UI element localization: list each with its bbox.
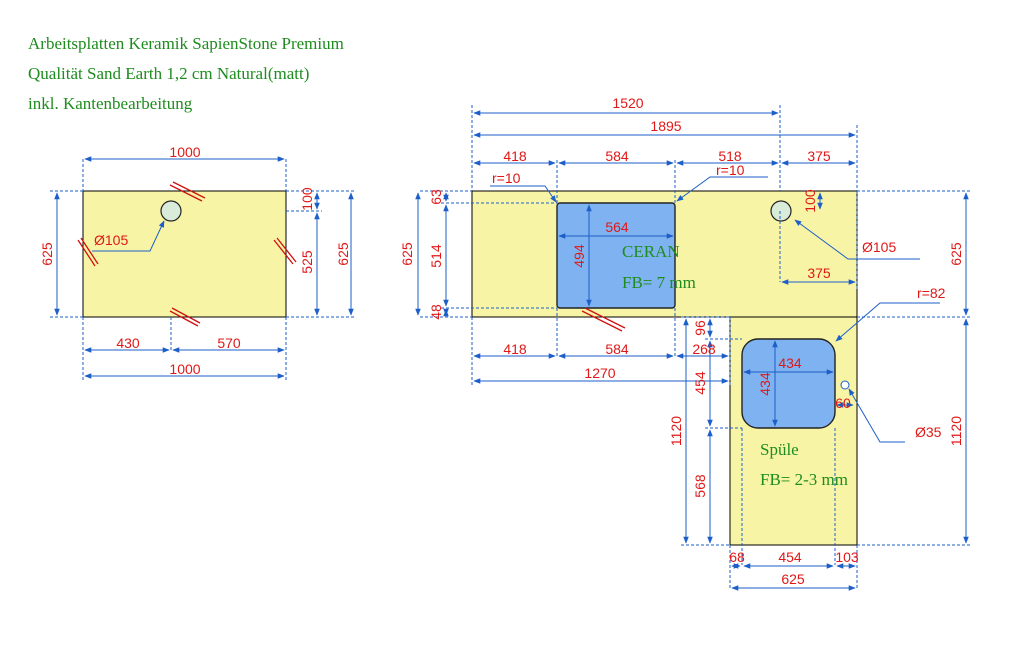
main-left-625-label: 625 bbox=[399, 242, 415, 266]
sink-label: Spüle bbox=[760, 440, 799, 459]
tap-hole-icon bbox=[840, 380, 850, 390]
sink-bottom-454-label: 454 bbox=[778, 549, 802, 565]
left-height-right-label: 625 bbox=[335, 242, 351, 266]
main-hole-right-label: Ø105 bbox=[862, 239, 896, 255]
main-left-48-label: 48 bbox=[428, 304, 444, 320]
main-top-1520-label: 1520 bbox=[612, 95, 643, 111]
sink-offset-96-label: 96 bbox=[692, 320, 708, 336]
sink-radius-label: r=82 bbox=[917, 285, 946, 301]
main-hole-offset-label: 375 bbox=[807, 265, 831, 281]
left-right-top-label: 100 bbox=[299, 187, 315, 211]
left-bottom-b-label: 570 bbox=[217, 335, 241, 351]
main-radius-right-label: r=10 bbox=[716, 162, 745, 178]
left-right-rest-label: 525 bbox=[299, 250, 315, 274]
main-bottom-1270-label: 1270 bbox=[584, 365, 615, 381]
sink-offset-60-label: 60 bbox=[835, 395, 851, 411]
sink-bottom-68-label: 68 bbox=[729, 549, 745, 565]
title-line-1: Arbeitsplatten Keramik SapienStone Premi… bbox=[28, 34, 344, 53]
main-bottom-584-label: 584 bbox=[605, 341, 629, 357]
ceran-fb-label: FB= 7 mm bbox=[622, 273, 696, 292]
left-hole-label: Ø105 bbox=[94, 232, 128, 248]
tap-hole-label: Ø35 bbox=[915, 424, 942, 440]
main-seg-375-label: 375 bbox=[807, 148, 831, 164]
left-edge-marks bbox=[77, 181, 297, 327]
main-left-514-label: 514 bbox=[428, 244, 444, 268]
title-line-3: inkl. Kantenbearbeitung bbox=[28, 94, 193, 113]
sink-below-568-label: 568 bbox=[692, 474, 708, 498]
main-right-100-label: 100 bbox=[802, 189, 818, 213]
ceran-height-label: 494 bbox=[571, 244, 587, 268]
main-bottom-268-label: 268 bbox=[692, 341, 716, 357]
sink-right-1120-label: 1120 bbox=[948, 416, 964, 446]
left-countertop-slab bbox=[82, 190, 287, 318]
sink-bottom-103-label: 103 bbox=[835, 549, 859, 565]
main-edge-marks bbox=[581, 307, 626, 332]
sink-bottom-625-label: 625 bbox=[781, 571, 805, 587]
main-radius-left-label: r=10 bbox=[492, 170, 521, 186]
sink-width-label: 434 bbox=[778, 355, 802, 371]
main-right-625-label: 625 bbox=[948, 242, 964, 266]
left-bottom-a-label: 430 bbox=[116, 335, 140, 351]
sink-left-1120-label: 1120 bbox=[668, 416, 684, 446]
ceran-width-label: 564 bbox=[605, 219, 629, 235]
main-seg-584-label: 584 bbox=[605, 148, 629, 164]
main-top-1895-label: 1895 bbox=[650, 118, 681, 134]
main-hole-icon bbox=[770, 200, 792, 222]
left-hole-icon bbox=[160, 200, 182, 222]
sink-fb-label: FB= 2-3 mm bbox=[760, 470, 848, 489]
ceran-label: CERAN bbox=[622, 242, 680, 261]
sink-offset-454-label: 454 bbox=[692, 371, 708, 395]
left-top-width-label: 1000 bbox=[169, 144, 200, 160]
main-bottom-418-label: 418 bbox=[503, 341, 527, 357]
main-left-63-label: 63 bbox=[428, 189, 444, 205]
left-bottom-total-label: 1000 bbox=[169, 361, 200, 377]
title-line-2: Qualität Sand Earth 1,2 cm Natural(matt) bbox=[28, 64, 310, 83]
main-seg-418-label: 418 bbox=[503, 148, 527, 164]
left-height-left-label: 625 bbox=[39, 242, 55, 266]
sink-cutout bbox=[741, 338, 836, 429]
main-seg-518-label: 518 bbox=[718, 148, 742, 164]
sink-height-label: 434 bbox=[757, 372, 773, 396]
